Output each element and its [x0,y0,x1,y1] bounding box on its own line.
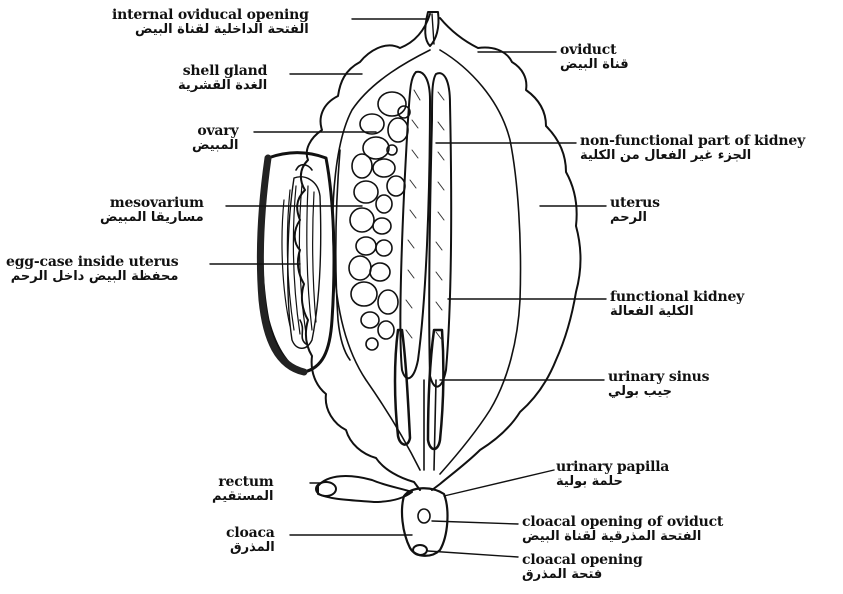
kidney-stipple [406,90,444,340]
label-internal-oviducal-opening: internal oviducal opening الفتحة الداخلي… [112,7,309,38]
label-functional-kidney: functional kidney الكلية الفعالة [610,289,744,320]
urinary-sinus-duct-2 [434,380,436,470]
label-shell-gland: shell gland الغدة القشرية [178,63,267,94]
label-cloacal-opening: cloacal opening فتحة المذرق [522,552,643,583]
label-cloacal-opening-oviduct: cloacal opening of oviduct الفتحة المذرق… [522,514,723,545]
label-cloaca: cloaca المذرق [226,525,275,556]
urinary-papilla [418,509,430,523]
oviduct-tube-line [432,14,434,44]
label-egg-case: egg-case inside uterus محفظة البيض داخل … [6,254,178,285]
label-urinary-papilla: urinary papilla حلمة بولية [556,459,669,490]
uterus-inner-outline-right [440,50,521,474]
label-urinary-sinus: urinary sinus جيب بولي [608,369,709,400]
uterus-inner-outline [333,50,430,470]
uterus-wall-outline [295,14,581,490]
label-ovary: ovary المبيض [192,123,238,154]
label-mesovarium: mesovarium مساريقا المبيض [100,195,204,226]
label-rectum: rectum المستقيم [212,474,273,505]
label-oviduct: oviduct قناة البيض [560,42,629,73]
rectum [318,476,412,502]
cloacal-opening [413,545,427,555]
label-uterus: uterus الرحم [610,195,660,226]
functional-kidney-left [395,330,410,445]
label-nonfunctional-kidney: non-functional part of kidney الجزء غير … [580,133,805,164]
